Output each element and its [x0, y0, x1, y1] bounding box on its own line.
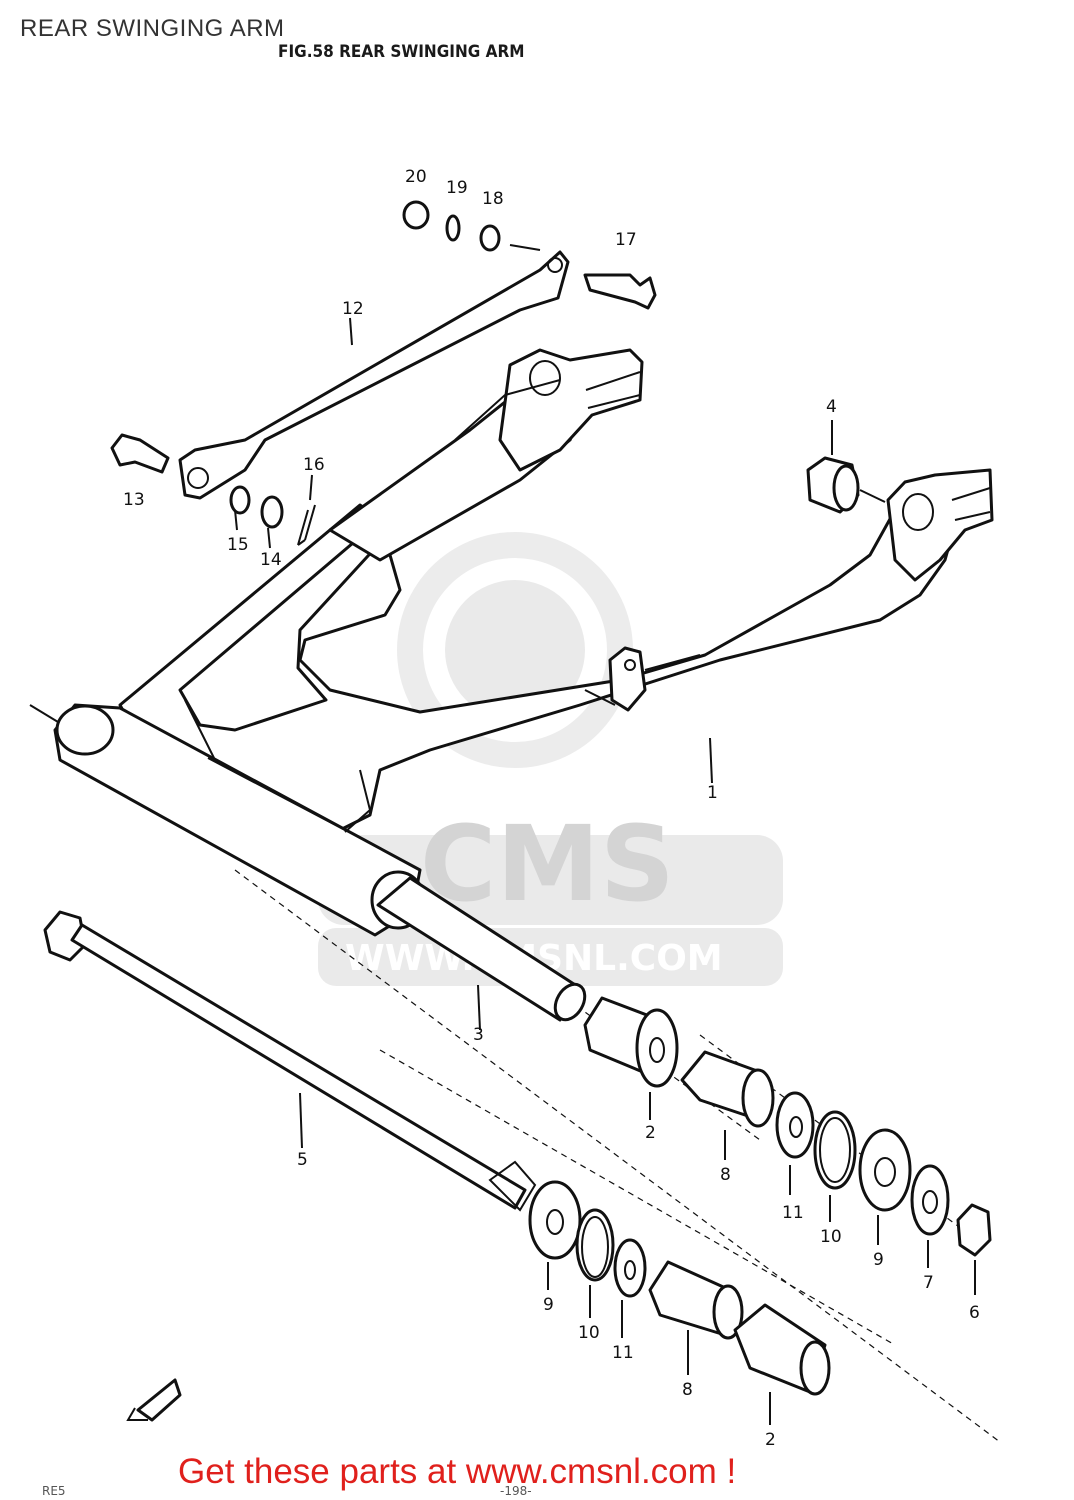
- callout-19: 19: [446, 178, 468, 198]
- callout-leaders: [234, 474, 976, 1425]
- watermark-brand: CMS: [420, 803, 675, 925]
- callout-3: 3: [473, 1025, 484, 1045]
- callout-11-upper: 11: [782, 1203, 804, 1223]
- callout-9-lower: 9: [543, 1295, 554, 1315]
- part-3-spacer-tube: [376, 876, 587, 1031]
- page-title: REAR SWINGING ARM: [20, 15, 285, 42]
- callout-numbers: 20 19 18 17 12 13 16 15 14 4 1 3 5 2 8 1…: [123, 167, 980, 1450]
- parts-17-18-19-20: [402, 200, 657, 310]
- callout-2-upper: 2: [645, 1123, 656, 1143]
- footer-cta-link[interactable]: Get these parts at www.cmsnl.com !: [178, 1452, 737, 1491]
- part-12-torque-link: [178, 250, 570, 500]
- callout-18: 18: [482, 189, 504, 209]
- margin-note-left: RE5: [42, 1484, 66, 1498]
- callout-9-upper: 9: [873, 1250, 884, 1270]
- callout-5: 5: [297, 1150, 308, 1170]
- callout-16: 16: [303, 455, 325, 475]
- front-direction-arrow-icon: [126, 1378, 182, 1422]
- callout-10-upper: 10: [820, 1227, 842, 1247]
- callout-2-lower: 2: [765, 1430, 776, 1450]
- callout-11-lower: 11: [612, 1343, 634, 1363]
- part-13-bolt: [110, 433, 170, 474]
- callout-12: 12: [342, 299, 364, 319]
- callout-6: 6: [969, 1303, 980, 1323]
- callout-10-lower: 10: [578, 1323, 600, 1343]
- callout-14: 14: [260, 550, 282, 570]
- callout-17: 17: [615, 230, 637, 250]
- callout-13: 13: [123, 490, 145, 510]
- callout-8-upper: 8: [720, 1165, 731, 1185]
- margin-note-center: -198-: [500, 1484, 532, 1498]
- figure-title: FIG.58 REAR SWINGING ARM: [278, 42, 525, 62]
- callout-1: 1: [707, 783, 718, 803]
- callout-15: 15: [227, 535, 249, 555]
- part-5-pivot-bolt: [43, 910, 537, 1212]
- callout-8-lower: 8: [682, 1380, 693, 1400]
- callout-20: 20: [405, 167, 427, 187]
- left-hardware-stack: [528, 1180, 831, 1396]
- part-1-swinging-arm: [29, 348, 994, 937]
- callout-7: 7: [923, 1273, 934, 1293]
- right-hardware-stack: [583, 996, 992, 1257]
- parts-14-15-16: [229, 485, 316, 546]
- callout-4: 4: [826, 397, 837, 417]
- part-4-bushing: [806, 420, 886, 514]
